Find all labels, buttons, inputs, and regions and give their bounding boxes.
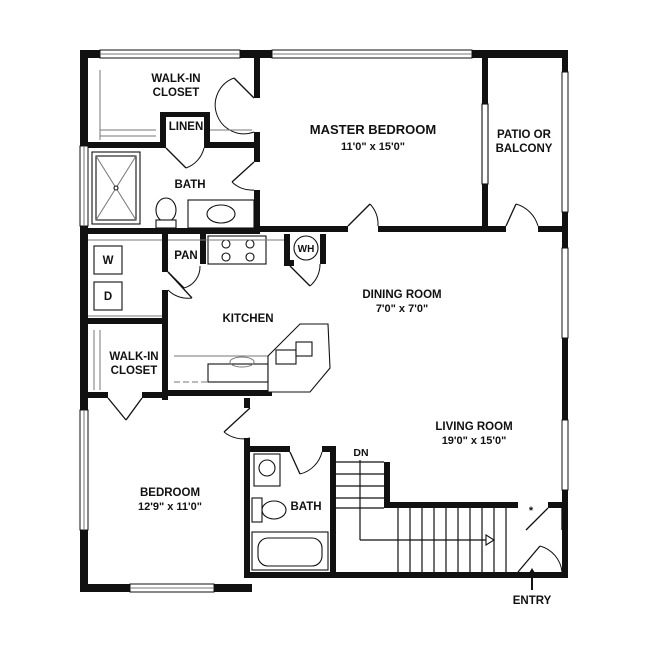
top-bath-fixtures [91, 151, 255, 229]
master-bedroom-dim: 11'0" x 15'0" [341, 141, 405, 153]
doors [107, 77, 563, 573]
stairs-down-label: DN [353, 447, 368, 459]
bath-bottom-label: BATH [290, 501, 321, 513]
patio-line1: PATIO OR [497, 129, 552, 141]
kitchen-fixtures [168, 235, 331, 393]
entry-label: ENTRY [513, 595, 552, 607]
closet-shelves [93, 70, 252, 390]
living-room-dim: 19'0" x 15'0" [442, 435, 507, 447]
bedroom-label: BEDROOM [140, 487, 200, 499]
living-room-label: LIVING ROOM [435, 421, 512, 433]
linen-label: LINEN [169, 121, 204, 133]
bedroom-dim: 12'9" x 11'0" [138, 501, 202, 513]
interior-walls [88, 58, 566, 578]
room-labels: WALK-IN CLOSET LINEN BATH MASTER BEDROOM… [103, 73, 553, 607]
bottom-bath-fixtures [251, 453, 329, 571]
closet-marker: * [529, 505, 534, 517]
washer-label: W [103, 255, 114, 267]
pantry-label: PAN [174, 250, 197, 262]
walk-in-closet-top-line2: CLOSET [153, 87, 200, 99]
patio-line2: BALCONY [496, 143, 553, 155]
patio-slider [481, 103, 489, 185]
stairs [336, 460, 507, 572]
master-bedroom-label: MASTER BEDROOM [310, 122, 436, 137]
kitchen-label: KITCHEN [222, 313, 273, 325]
laundry [88, 239, 162, 317]
walk-in-closet-mid-line1: WALK-IN [109, 351, 158, 363]
walk-in-closet-top-line1: WALK-IN [151, 73, 200, 85]
windows [79, 49, 569, 593]
bath-top-label: BATH [174, 179, 205, 191]
entry-arrow-icon [526, 568, 538, 590]
dining-room-dim: 7'0" x 7'0" [376, 303, 428, 315]
walk-in-closet-mid-line2: CLOSET [111, 365, 158, 377]
dryer-label: D [104, 291, 112, 303]
dining-room-label: DINING ROOM [362, 289, 441, 301]
water-heater-label: WH [298, 244, 315, 255]
